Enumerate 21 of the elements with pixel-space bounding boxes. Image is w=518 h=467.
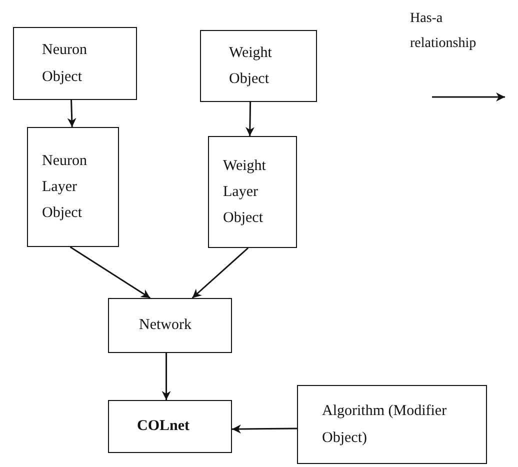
- node-box: [208, 136, 297, 248]
- node-label: COLnet: [137, 417, 190, 436]
- node-label: Network: [139, 316, 192, 336]
- node-label: Neuron Layer Object: [42, 152, 88, 224]
- node-label: Weight Object: [229, 44, 273, 89]
- node-label: Algorithm (Modifier Object): [322, 402, 448, 448]
- node-box: [108, 400, 232, 453]
- node-label: Neuron Object: [42, 41, 88, 86]
- node-box: [297, 385, 487, 464]
- arrow: [192, 247, 249, 299]
- arrow: [70, 246, 151, 299]
- node-box: [13, 27, 137, 100]
- node-label: Weight Layer Object: [223, 156, 267, 228]
- node-box: [200, 30, 317, 102]
- arrow: [232, 424, 297, 434]
- node-box: [108, 298, 232, 353]
- arrow: [162, 353, 171, 400]
- node-box: [27, 127, 119, 247]
- arrow: [245, 102, 254, 136]
- legend-label: Has-a relationship: [410, 10, 478, 54]
- arrow: [67, 100, 76, 128]
